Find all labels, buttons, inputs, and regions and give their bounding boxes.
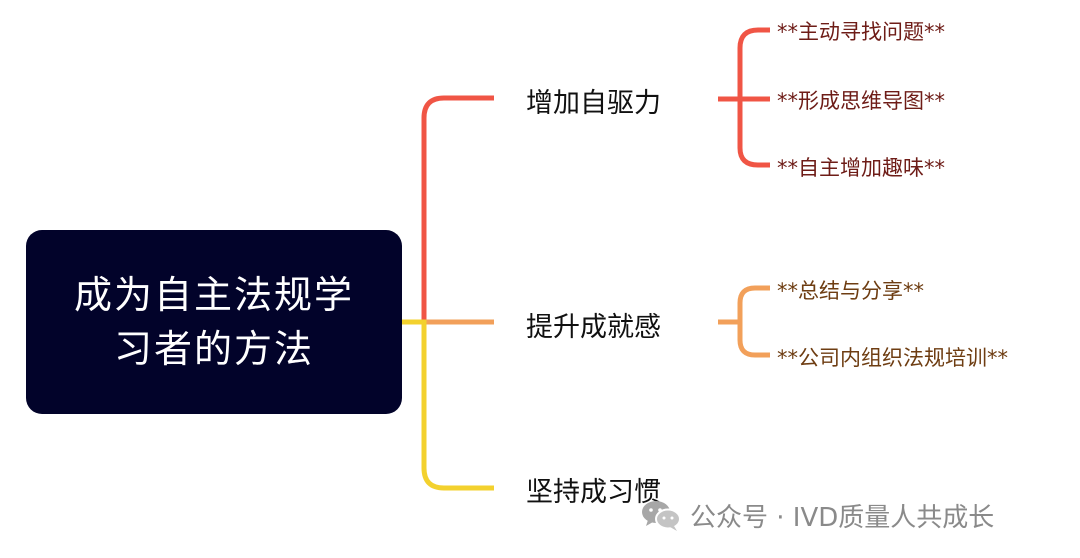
branch-habit: 坚持成习惯 (526, 477, 661, 508)
root-node: 成为自主法规学习者的方法 (26, 230, 402, 414)
branch-self-drive: 增加自驱力 (526, 88, 661, 119)
watermark-label: 公众号 · IVD质量人共成长 (690, 502, 995, 533)
leaf-internal-training: **公司内组织法规培训** (777, 346, 1008, 370)
leaf-find-problems: **主动寻找问题** (777, 20, 945, 44)
leaf-summarize-share: **总结与分享** (777, 279, 924, 303)
leaf-mind-map: **形成思维导图** (777, 89, 945, 113)
connector-red (402, 95, 494, 325)
root-label: 成为自主法规学习者的方法 (73, 273, 354, 371)
bracket-orange (718, 285, 770, 358)
connector-yellow (402, 319, 494, 491)
wechat-icon (642, 501, 681, 531)
leaf-add-fun: **自主增加趣味** (777, 156, 945, 180)
bracket-red (718, 27, 770, 168)
watermark: 公众号 · IVD质量人共成长 (640, 497, 994, 533)
branch-achievement: 提升成就感 (526, 312, 661, 343)
